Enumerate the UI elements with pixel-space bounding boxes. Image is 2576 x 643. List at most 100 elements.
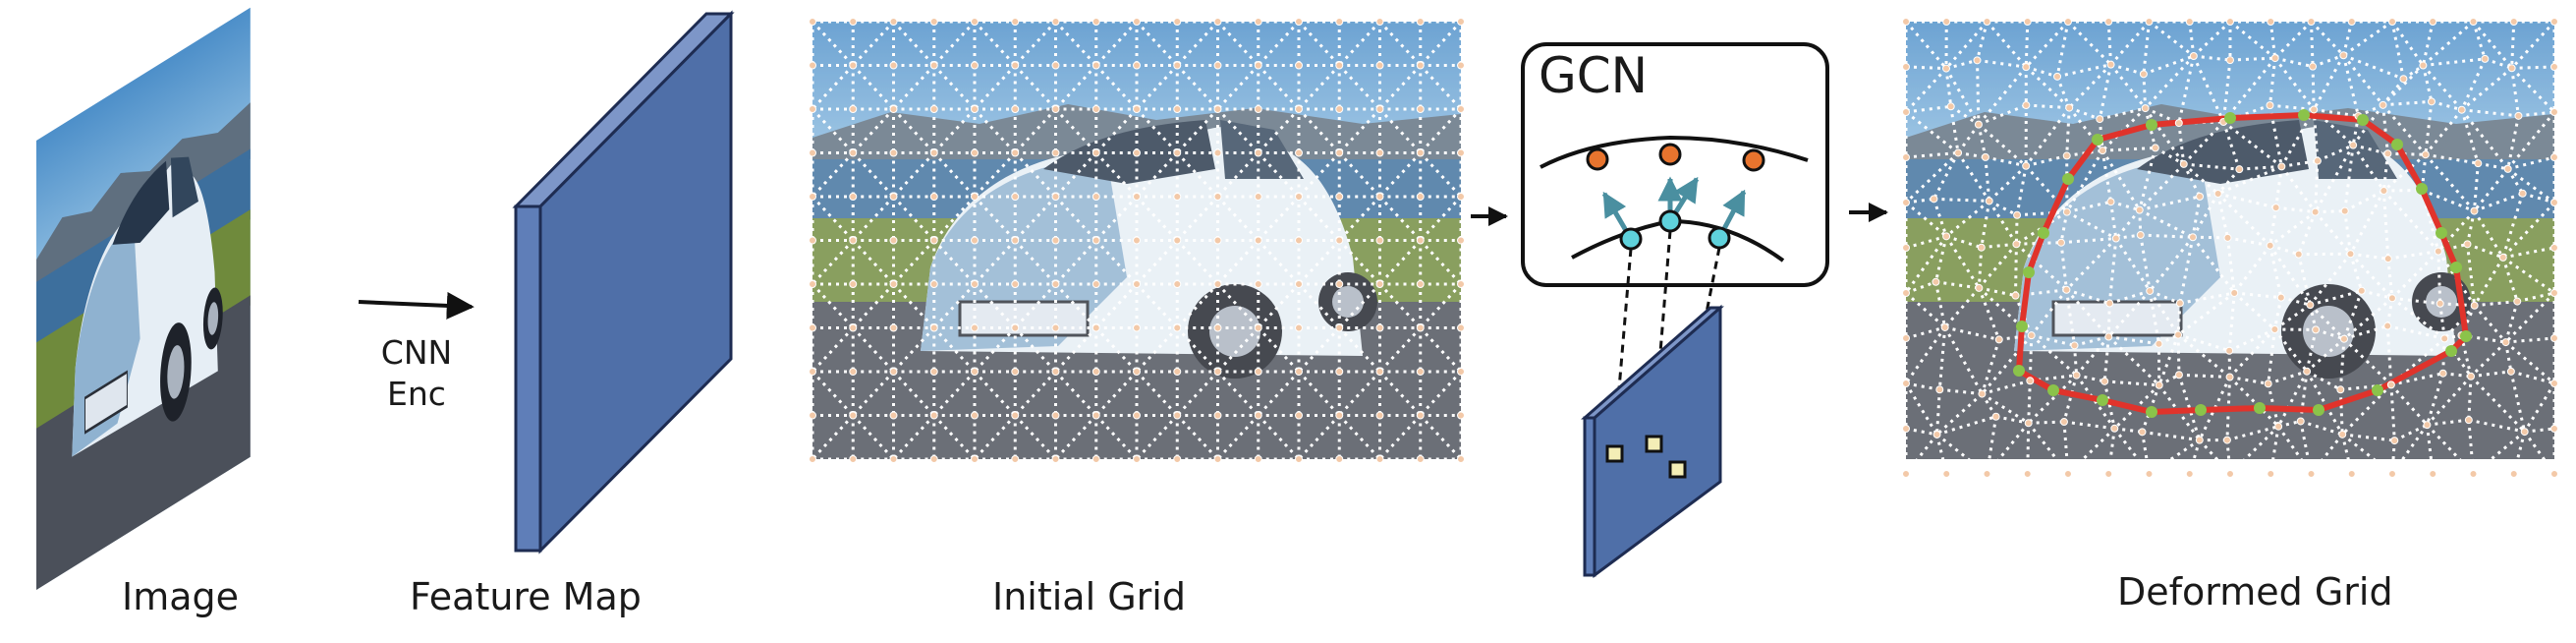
grid-vertex bbox=[2024, 419, 2033, 428]
grid-edge bbox=[2114, 208, 2141, 240]
grid-vertex bbox=[1295, 368, 1303, 376]
grid-edge bbox=[2267, 328, 2276, 384]
grid-edge bbox=[2274, 56, 2314, 69]
grid-vertex bbox=[2506, 367, 2515, 376]
grid-vertex bbox=[1902, 199, 1910, 206]
grid-edge bbox=[2338, 338, 2346, 390]
grid-edge bbox=[852, 64, 895, 111]
grid-edge bbox=[2299, 421, 2313, 475]
grid-vertex bbox=[2141, 104, 2150, 113]
grid-vertex bbox=[1254, 368, 1262, 376]
grid-edge bbox=[1257, 414, 1301, 461]
grid-edge bbox=[2390, 372, 2443, 386]
grid-edge bbox=[1094, 107, 1139, 154]
grid-vertex bbox=[1983, 470, 1991, 478]
object-boundary bbox=[2015, 111, 2470, 416]
grid-edge bbox=[2228, 425, 2280, 476]
grid-edge bbox=[1944, 235, 1981, 289]
grid-vertex bbox=[2135, 205, 2144, 214]
grid-edge bbox=[1094, 282, 1139, 329]
grid-edge bbox=[1936, 415, 1997, 437]
grid-edge bbox=[2426, 424, 2475, 476]
grid-vertex bbox=[1954, 148, 1963, 157]
grid-edge bbox=[1905, 381, 1940, 391]
boundary-vertex bbox=[2460, 330, 2472, 342]
grid-edge bbox=[1176, 195, 1219, 242]
grid-edge bbox=[1135, 151, 1179, 199]
grid-vertex bbox=[2513, 297, 2522, 306]
gcn-output-node bbox=[1742, 148, 1765, 172]
grid-edge bbox=[1933, 197, 1989, 203]
grid-edge bbox=[2342, 337, 2392, 386]
grid-edge bbox=[2426, 375, 2473, 427]
grid-edge bbox=[2280, 165, 2317, 213]
grid-vertex bbox=[2464, 416, 2473, 425]
grid-edge bbox=[2100, 149, 2113, 203]
grid-edge bbox=[1094, 195, 1139, 242]
grid-edge bbox=[2341, 383, 2392, 436]
grid-vertex bbox=[1973, 56, 1982, 65]
grid-edge bbox=[1176, 151, 1219, 199]
grid-edge bbox=[1986, 21, 2028, 69]
grid-edge bbox=[2273, 57, 2316, 111]
grid-edge bbox=[2221, 121, 2241, 170]
grid-edge bbox=[1944, 68, 1953, 107]
grid-vertex bbox=[849, 61, 858, 70]
grid-edge bbox=[2188, 439, 2202, 475]
grid-edge bbox=[2422, 20, 2475, 67]
grid-vertex bbox=[2264, 380, 2272, 388]
grid-edge bbox=[1054, 151, 1097, 199]
grid-vertex bbox=[2155, 339, 2163, 348]
grid-edge bbox=[2106, 303, 2111, 337]
grid-vertex bbox=[1213, 61, 1222, 70]
grid-vertex bbox=[1254, 411, 1262, 420]
grid-edge bbox=[2142, 430, 2201, 442]
grid-edge bbox=[811, 107, 855, 154]
grid-vertex bbox=[1051, 280, 1060, 288]
grid-vertex bbox=[2423, 421, 2432, 430]
gcn-input-node bbox=[1619, 227, 1643, 251]
grid-edge bbox=[1419, 151, 1463, 199]
grid-edge bbox=[1216, 326, 1260, 374]
grid-vertex bbox=[2463, 240, 2472, 249]
grid-vertex bbox=[2106, 60, 2115, 69]
grid-vertex bbox=[2226, 18, 2234, 26]
grid-vertex bbox=[2062, 207, 2071, 216]
grid-edge bbox=[2349, 253, 2394, 300]
grid-vertex bbox=[929, 105, 938, 113]
grid-vertex bbox=[1335, 323, 1344, 332]
grid-edge bbox=[1904, 326, 1946, 384]
grid-vertex bbox=[1092, 61, 1100, 70]
grid-edge bbox=[2140, 233, 2194, 239]
grid-edge bbox=[932, 282, 977, 329]
grid-vertex bbox=[1173, 148, 1182, 157]
grid-edge bbox=[2424, 101, 2434, 155]
grid-edge bbox=[1977, 247, 1984, 288]
grid-vertex bbox=[2274, 422, 2283, 431]
grid-vertex bbox=[1254, 323, 1262, 332]
grid-vertex bbox=[971, 411, 979, 420]
grid-vertex bbox=[1213, 323, 1222, 332]
grid-vertex bbox=[2026, 377, 2035, 385]
grid-vertex bbox=[1295, 411, 1303, 420]
grid-vertex bbox=[1902, 380, 1910, 387]
grid-edge bbox=[2314, 160, 2320, 212]
grid-edge bbox=[2075, 335, 2110, 377]
grid-edge bbox=[852, 151, 895, 199]
grid-vertex bbox=[889, 148, 898, 157]
grid-edge bbox=[1419, 20, 1463, 67]
grid-vertex bbox=[849, 105, 858, 113]
grid-vertex bbox=[2174, 330, 2183, 339]
grid-vertex bbox=[1092, 236, 1100, 245]
grid-edge bbox=[2217, 164, 2282, 196]
grid-vertex bbox=[2310, 105, 2319, 114]
grid-edge bbox=[2309, 304, 2346, 340]
grid-vertex bbox=[2271, 204, 2280, 212]
gcn-output-edge bbox=[1540, 135, 1809, 169]
grid-vertex bbox=[849, 368, 858, 376]
grid-edge bbox=[2523, 431, 2556, 475]
grid-edge bbox=[2139, 208, 2194, 239]
grid-vertex bbox=[809, 323, 816, 332]
grid-edge bbox=[2506, 115, 2520, 170]
grid-vertex bbox=[809, 368, 816, 376]
